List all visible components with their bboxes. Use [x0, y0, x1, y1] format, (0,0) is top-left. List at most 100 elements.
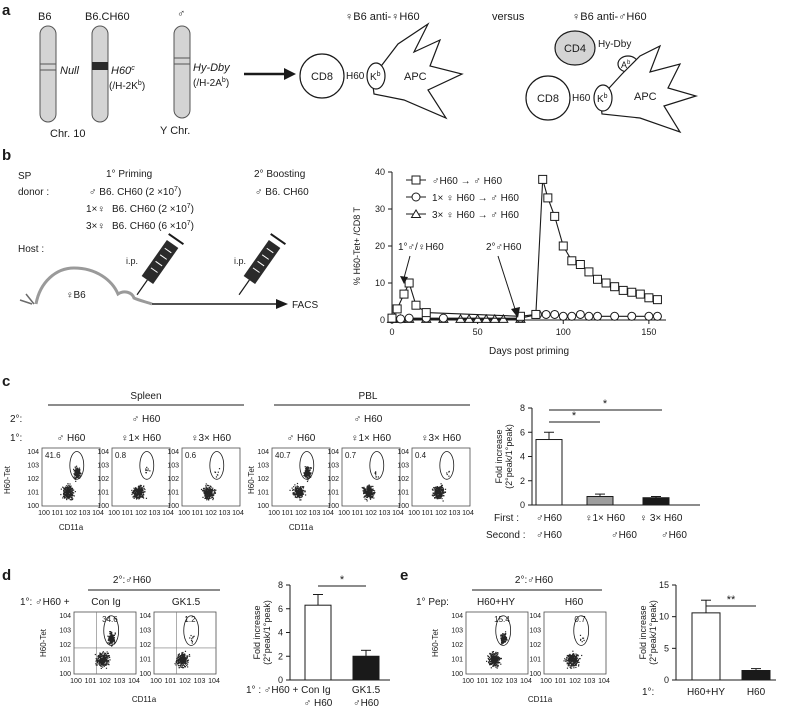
facs-y-tick: 104 — [59, 613, 71, 620]
facs-event — [102, 662, 104, 664]
facs-event — [66, 497, 69, 499]
facs-event — [203, 487, 205, 489]
facs-event — [369, 496, 371, 499]
facs-x-tick: 101 — [477, 678, 489, 685]
facs-event — [441, 484, 443, 486]
facs-event — [443, 495, 445, 497]
facs-event — [489, 664, 491, 666]
facs-y-tick: 101 — [257, 490, 269, 497]
facs-event — [493, 660, 495, 662]
facs-event — [362, 490, 364, 492]
facs-event — [569, 657, 572, 659]
apc-cell-right — [599, 44, 699, 134]
facs-y-tick: 102 — [167, 476, 179, 483]
facs-event — [204, 495, 206, 497]
facs-event — [100, 665, 102, 668]
facs-event — [441, 488, 443, 491]
facs-event — [174, 663, 176, 665]
facs-y-tick: 103 — [167, 463, 179, 470]
facs-event — [439, 489, 441, 491]
apc-cell — [371, 22, 464, 120]
facs-x-tick: 104 — [208, 678, 220, 685]
facs-event-positive — [304, 468, 307, 470]
data-point-circle — [558, 311, 568, 321]
facs-event — [183, 654, 185, 656]
facs-event — [571, 659, 574, 662]
facs-event — [436, 489, 439, 492]
facs-event — [575, 663, 577, 665]
mhc-kb-molecule-right — [593, 84, 613, 112]
bar — [642, 497, 670, 506]
data-point-square — [618, 285, 628, 295]
facs-event — [435, 490, 437, 492]
facs-event-positive — [306, 470, 308, 473]
facs-event — [210, 486, 212, 488]
facs-event-positive — [306, 480, 309, 483]
facs-x-tick: 103 — [149, 510, 161, 517]
facs-event — [491, 654, 493, 656]
facs-event — [203, 493, 206, 495]
facs-event — [364, 491, 366, 493]
facs-event — [572, 665, 574, 667]
facs-event — [568, 660, 570, 663]
facs-event — [440, 491, 442, 493]
facs-event — [491, 663, 493, 665]
facs-event-positive — [190, 639, 193, 642]
facs-y-tick: 104 — [97, 449, 109, 456]
facs-event — [570, 659, 572, 661]
facs-x-tick: 100 — [178, 510, 190, 517]
d-cond1: Con Ig — [91, 597, 120, 608]
facs-event — [142, 493, 144, 495]
facs-event — [572, 657, 575, 659]
facs-event-positive — [74, 473, 76, 475]
facs-event — [205, 485, 207, 487]
facs-event-positive — [110, 636, 112, 638]
facs-event — [569, 656, 571, 658]
facs-event — [372, 492, 374, 494]
facs-event — [431, 488, 434, 490]
facs-event — [492, 657, 494, 659]
facs-event — [177, 663, 179, 665]
facs-event — [182, 651, 184, 654]
facs-event-positive — [502, 633, 505, 635]
facs-event — [106, 653, 108, 655]
facs-event — [178, 653, 180, 656]
facs-event — [294, 493, 296, 495]
facs-event-positive — [111, 643, 113, 645]
facs-event — [490, 656, 493, 658]
facs-event — [208, 492, 210, 495]
facs-event — [209, 493, 211, 495]
facs-event — [566, 656, 568, 658]
facs-x-tick: 101 — [555, 678, 567, 685]
d-cat2-sub: ♂H60 — [353, 698, 379, 709]
facs-event — [211, 494, 213, 496]
facs-event — [570, 655, 573, 658]
facs-event — [106, 662, 108, 664]
facs-event — [181, 656, 184, 658]
apc-label: APC — [404, 71, 427, 83]
facs-event — [497, 652, 499, 654]
facs-y-tick: 100 — [529, 671, 541, 678]
facs-x-tick: 101 — [352, 510, 364, 517]
facs-event — [491, 659, 493, 662]
facs-event — [177, 655, 179, 657]
gate-percentage: 1.2 — [184, 615, 196, 624]
facs-event — [207, 497, 209, 499]
facs-event — [133, 489, 135, 492]
facs-event — [565, 660, 567, 662]
data-point-circle — [396, 314, 406, 324]
facs-event — [206, 497, 208, 499]
facs-event — [70, 493, 72, 495]
facs-event — [63, 491, 65, 493]
facs-event — [369, 486, 371, 488]
facs-event — [300, 488, 302, 490]
facs-event-positive — [109, 641, 111, 643]
facs-event-positive — [73, 473, 75, 475]
facs-event — [179, 656, 181, 658]
facs-event — [296, 490, 298, 492]
facs-event — [140, 494, 143, 496]
facs-event-positive — [309, 467, 311, 469]
facs-event — [436, 493, 438, 495]
facs-event-positive — [504, 633, 506, 635]
facs-event — [496, 667, 498, 669]
